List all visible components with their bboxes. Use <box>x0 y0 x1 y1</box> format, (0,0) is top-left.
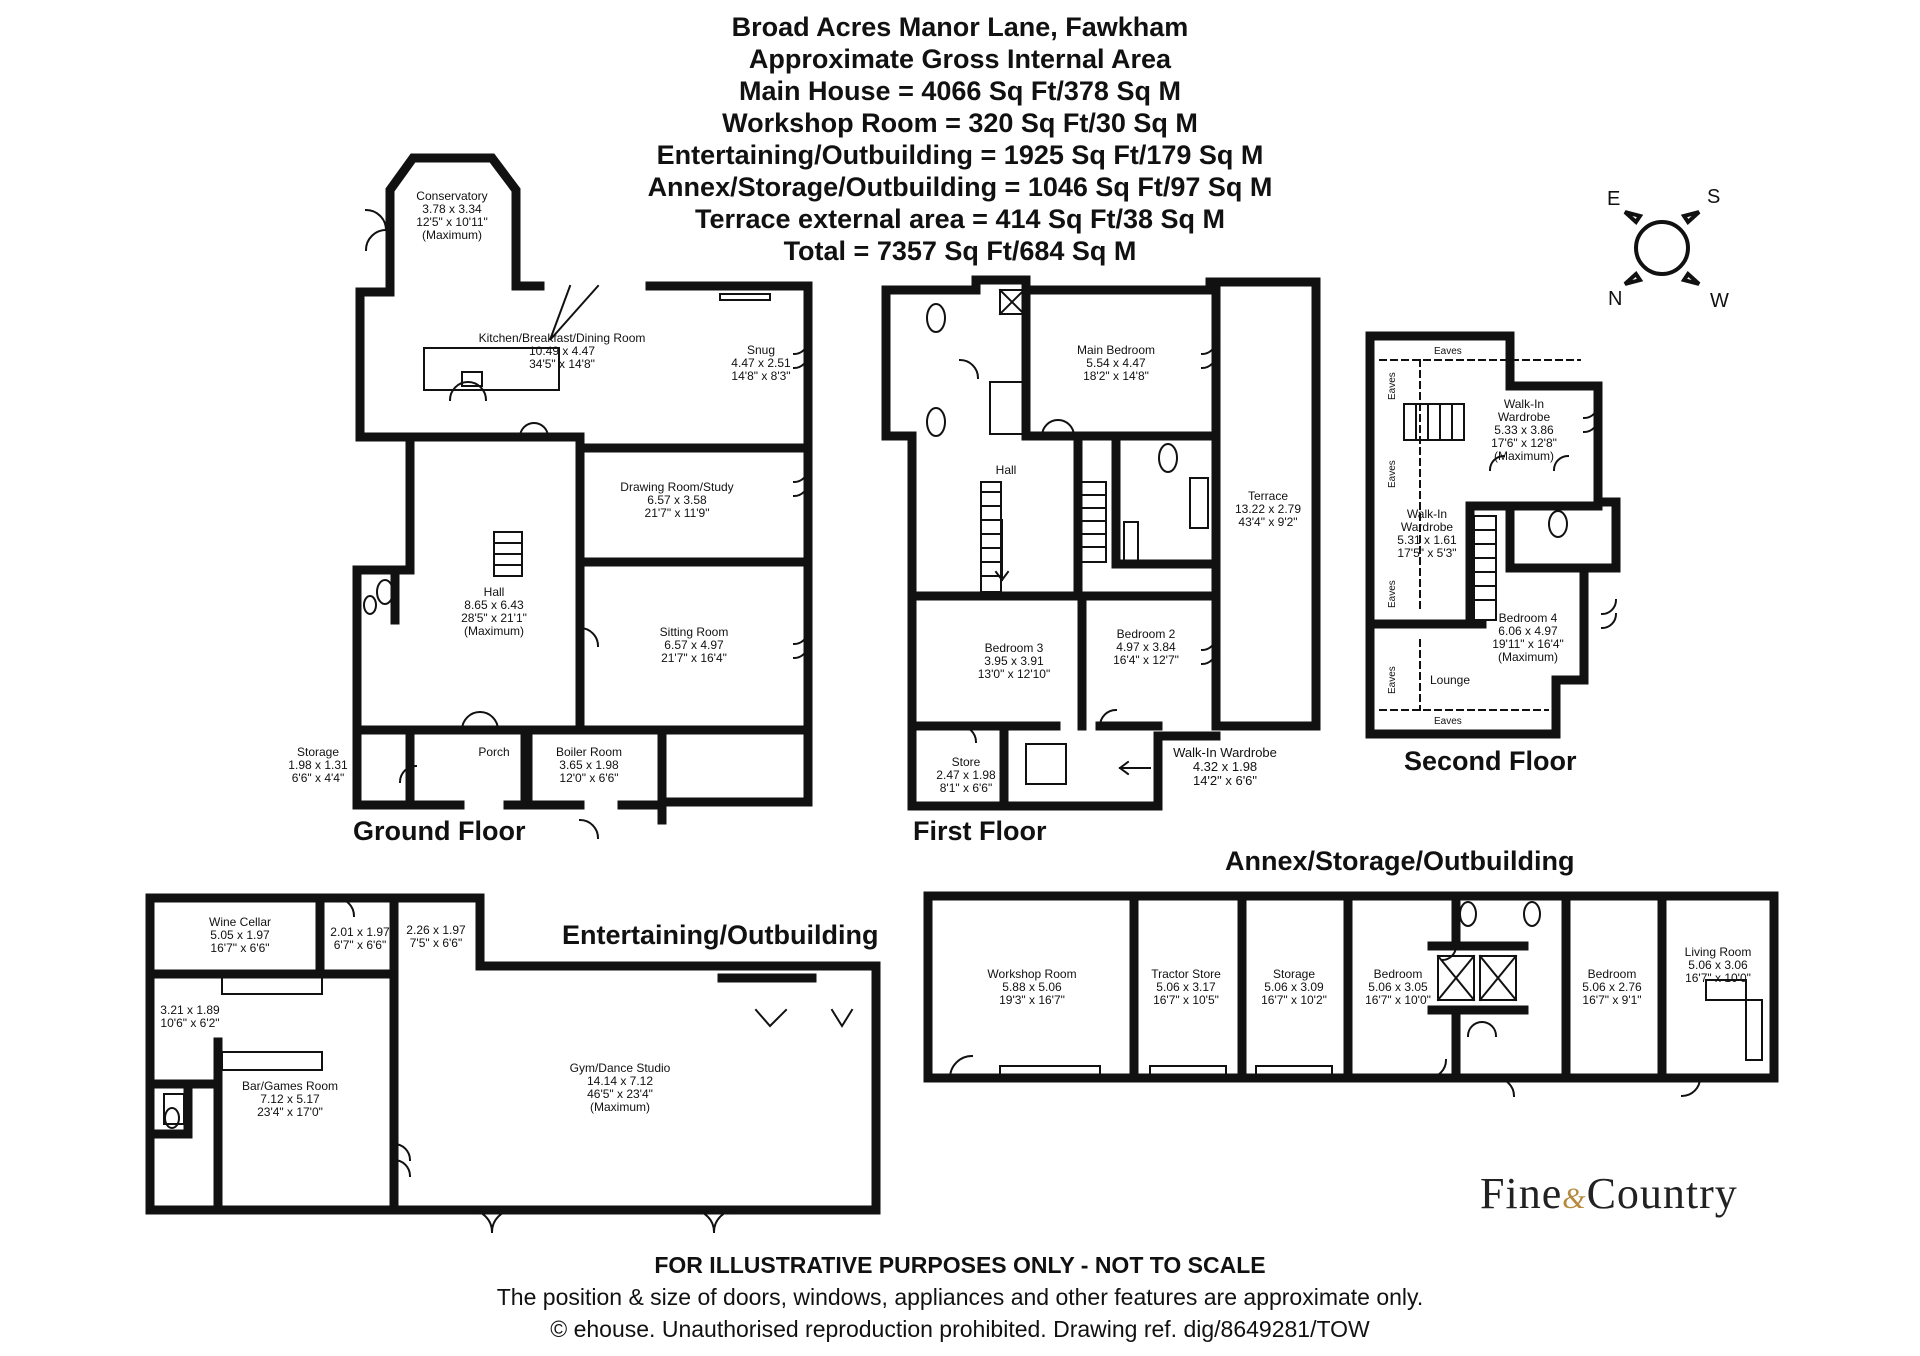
entertaining-fixtures <box>163 896 854 1234</box>
compass-s: S <box>1707 186 1721 208</box>
footer-copyright: © ehouse. Unauthorised reproduction proh… <box>550 1316 1370 1342</box>
annex-walls <box>923 891 1779 1083</box>
room-porch: Porch <box>478 745 510 759</box>
compass-w: W <box>1710 290 1729 312</box>
floor-title-second: Second Floor <box>1404 746 1577 776</box>
header-line-8: Total = 7357 Sq Ft/684 Sq M <box>783 236 1137 266</box>
first-floor-walls <box>881 275 1321 811</box>
room-hall-first: Hall <box>995 463 1017 477</box>
compass-e: E <box>1607 188 1621 210</box>
footer-disclaimer: FOR ILLUSTRATIVE PURPOSES ONLY - NOT TO … <box>654 1252 1266 1278</box>
floor-title-ground: Ground Floor <box>353 816 526 846</box>
second-floor-fixtures <box>1379 359 1618 711</box>
floor-title-annex: Annex/Storage/Outbuilding <box>1225 846 1575 876</box>
entertaining-walls <box>145 893 881 1215</box>
compass-rose <box>1623 210 1701 286</box>
eaves-top: Eaves <box>1434 346 1462 357</box>
header-line-6: Annex/Storage/Outbuilding = 1046 Sq Ft/9… <box>647 172 1273 202</box>
eaves-left-1: Eaves <box>1387 372 1398 400</box>
floor-title-first: First Floor <box>913 816 1047 846</box>
brand-logo: Fine&Country <box>1480 1169 1738 1218</box>
eaves-bottom: Eaves <box>1434 716 1462 727</box>
room-lounge: Lounge <box>1429 673 1471 687</box>
header-line-2: Approximate Gross Internal Area <box>748 44 1172 74</box>
header-line-4: Workshop Room = 320 Sq Ft/30 Sq M <box>722 108 1198 138</box>
annex-fixtures <box>948 901 1763 1098</box>
ground-floor-walls <box>352 153 813 825</box>
header-line-7: Terrace external area = 414 Sq Ft/38 Sq … <box>694 204 1226 234</box>
header-line-5: Entertaining/Outbuilding = 1925 Sq Ft/17… <box>656 140 1264 170</box>
eaves-left-4: Eaves <box>1387 666 1398 694</box>
second-floor-walls <box>1365 331 1621 739</box>
ground-floor-fixtures <box>363 208 810 840</box>
compass-n: N <box>1608 288 1623 310</box>
first-floor-fixtures <box>926 288 1218 785</box>
eaves-left-3: Eaves <box>1387 580 1398 608</box>
header-line-3: Main House = 4066 Sq Ft/378 Sq M <box>739 76 1181 106</box>
footer-approx-note: The position & size of doors, windows, a… <box>496 1284 1424 1310</box>
header-line-1: Broad Acres Manor Lane, Fawkham <box>731 12 1189 42</box>
eaves-left-2: Eaves <box>1387 460 1398 488</box>
floor-title-entertaining: Entertaining/Outbuilding <box>562 920 879 950</box>
